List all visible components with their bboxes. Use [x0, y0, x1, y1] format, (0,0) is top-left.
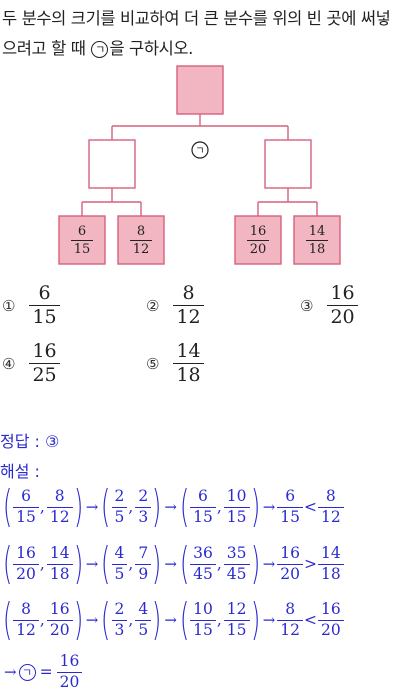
question-part-1: 두 분수의 크기를 비교하여 더 큰 분수를 위의 빈 곳에 써넣으려고 할 때 [2, 9, 391, 58]
final-symbol: ㄱ [18, 663, 36, 681]
answer-label: 정답 : [0, 432, 40, 451]
answer-line: 정답 : ③ [0, 428, 59, 452]
explanation-label: 해설 : [0, 462, 40, 481]
question-text: 두 분수의 크기를 비교하여 더 큰 분수를 위의 빈 곳에 써넣으려고 할 때… [2, 4, 398, 64]
top-box-label: ㄱ [195, 146, 204, 157]
fraction-tree-diagram: ㄱ [58, 65, 341, 265]
empty-box-right [264, 139, 312, 189]
top-box [176, 65, 224, 115]
question-part-2: 을 구하시오. [109, 39, 194, 58]
empty-box-left [88, 139, 136, 189]
symbol-circle: ㄱ [91, 41, 109, 58]
answer-value: ③ [45, 432, 60, 451]
